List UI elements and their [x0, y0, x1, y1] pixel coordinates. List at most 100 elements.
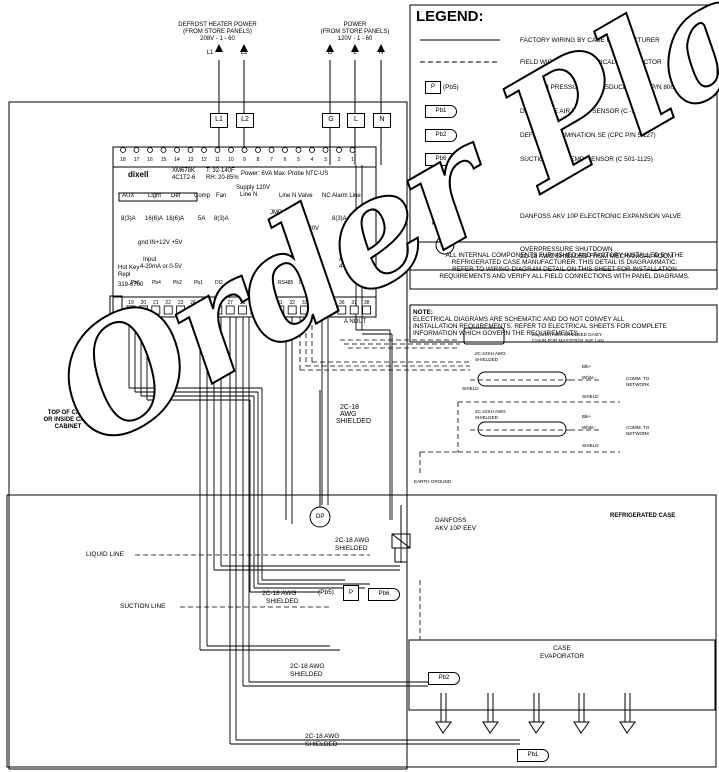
legend-item-eev: DANFOSS AKV 10P ELECTRONIC EXPANSION VAL…: [520, 213, 682, 220]
top-of-case-label-2: OR INSIDE CASE: [43, 417, 93, 423]
input-label-pb5: Pb5: [131, 280, 140, 286]
internal-note-line-1: ALL INTERNAL COMPONENTS FURNISHED AND FA…: [445, 252, 684, 259]
pb2-sensor: Pb2: [428, 672, 460, 685]
controller-aux-rating: 8(3)A: [121, 216, 136, 222]
bottom-terminal-screw: [250, 305, 260, 315]
legend-item-suction-line-temp: SUCTION LINE TEMP. SENSOR (C 501-1125): [520, 156, 653, 163]
top-terminal-screw: [174, 147, 180, 153]
input-label-pb1: Pb1: [194, 280, 203, 286]
bottom-terminal-20: 20: [140, 300, 147, 306]
awg-mid1-label-1: 2C-18 AWG: [335, 537, 370, 544]
top-terminal-screw: [214, 147, 221, 153]
defrost-term-label-l2: L2: [240, 50, 248, 56]
top-terminal-screw: [201, 147, 207, 153]
comm-label-1a: COMM. TO: [626, 376, 650, 381]
controller-input-line-2: Input: [143, 257, 157, 263]
bottom-terminal-screw: [287, 305, 297, 315]
awg-mid2-label-2: SHIELDED: [266, 598, 299, 605]
bottom-terminal-screw: [188, 305, 198, 315]
internal-note-line-4: REQUIREMENTS AND VERIFY ALL FIELD CONNEC…: [439, 273, 690, 280]
top-terminal-screw: [268, 147, 275, 153]
top-terminal-screw: [336, 147, 342, 153]
top-terminal-screw: [309, 147, 315, 153]
top-terminal-screw: [349, 147, 356, 153]
daisy-chain-label-2: CHAIN FOR MASTER/SLAVE LAN: [532, 338, 604, 343]
bottom-terminal-27: 27: [227, 300, 233, 306]
bottom-terminal-screw: [238, 305, 248, 315]
suction-pressure-transducer: P: [343, 585, 359, 601]
bottom-terminal-38: 38: [363, 300, 370, 306]
bottom-terminal-35: 35: [326, 300, 333, 306]
cable1-label-2: SHIELDED: [475, 357, 498, 362]
note-title: NOTE:: [413, 309, 433, 316]
comm-label-1b: NETWORK: [626, 382, 650, 387]
input-label-pb4: Pb4: [152, 280, 161, 286]
bottom-terminal-screw: [312, 305, 322, 315]
bottom-terminal-32: 32: [289, 300, 295, 306]
awg-top-label-3: SHIELDED: [336, 418, 372, 425]
top-terminal-15: 15: [160, 157, 167, 163]
input-label-key8: KEY8: [257, 280, 270, 286]
legend-item-suction-pressure: SUCTION PRESSURE TRANSDUCER (CPC P/N 800…: [520, 84, 680, 91]
terminal-n: N: [373, 113, 391, 128]
top-terminal-13: 13: [187, 157, 194, 163]
top-terminal-14: 14: [174, 157, 180, 163]
defrost-supply-title: DEFROST HEATER POWER: [178, 22, 257, 28]
top-terminal-7: 7: [270, 157, 273, 163]
controller-def-rating: 16(6)A: [166, 216, 185, 222]
blk-label-1: Blk+: [582, 364, 592, 369]
terminal-l2: L2: [236, 113, 254, 128]
pb1-sensor: Pb1: [517, 749, 549, 762]
controller-model-code: 4C1T2-6: [172, 175, 196, 181]
controller-out24: Out 24V: [282, 218, 305, 224]
top-terminal-10: 10: [228, 157, 234, 163]
legend-symbol-pb5: (Pb5): [443, 84, 459, 91]
bottom-terminal-22: 22: [165, 300, 171, 306]
bottom-terminal-screw: [300, 305, 310, 315]
defrost-supply-source: (FROM STORE PANELS): [183, 29, 252, 35]
power-supply-source: (FROM STORE PANELS): [320, 29, 390, 35]
legend-title: LEGEND:: [416, 8, 484, 25]
input-label-lan: LAN: [299, 280, 309, 286]
note-line-3: INFORMATION WHICH GOVERN THE REQUIREMENT…: [413, 330, 580, 337]
bottom-terminal-screw: [138, 305, 148, 315]
input-label-di2: DI2: [215, 280, 223, 286]
awg-low-label-2: SHIELDED: [290, 671, 323, 678]
defrost-term-label-l1: L1: [206, 50, 214, 56]
bottom-terminal-28: 28: [239, 300, 246, 306]
controller-fan-rating: 8(3)A: [214, 216, 229, 222]
suction-line-label: SUCTION LINE: [120, 603, 166, 610]
controller-temp-range: T: 32-140F: [206, 168, 235, 174]
awg-mid1-label-2: SHIELDED: [335, 545, 368, 552]
evaporator-box: [408, 639, 716, 711]
controller-light-rating: 16(6)A: [145, 216, 164, 222]
awg-top-label-2: AWG: [340, 411, 357, 418]
internal-note-line-3: REFER TO WIRING DIAGRAM DETAIL ON THIS S…: [452, 266, 677, 273]
note-line-2: INSTALLATION REQUIREMENTS. REFER TO ELEC…: [413, 323, 667, 330]
top-terminal-screw: [241, 147, 248, 153]
top-terminal-screw: [187, 147, 194, 153]
power-supply-title: POWER: [343, 22, 367, 28]
shield-label-1: SHIELD: [462, 386, 479, 391]
top-terminal-screw: [133, 147, 140, 153]
controller-input-line-3: 4-20mA or 0-5V: [140, 264, 183, 270]
top-terminal-6: 6: [283, 157, 287, 163]
earth-ground-label: EARTH GROUND: [414, 479, 452, 484]
controller-rh: RH: 20-85%: [206, 175, 239, 181]
controller-supply-label: Supply 120V: [236, 185, 271, 191]
top-terminal-9: 9: [243, 157, 246, 163]
bottom-terminal-screw: [275, 305, 285, 315]
legend-item-defrost-termination: DEFROST TERMINATION SE (CPC P/N 5 127): [520, 132, 656, 139]
controller-brand: dixell: [128, 170, 149, 179]
top-of-case-label-1: TOP OF CASE: [47, 410, 89, 416]
internal-note-line-2: REFRIGERATED CASE MANUFACTURER. THIS DET…: [451, 259, 678, 266]
defrost-supply-rating: 208V - 1 - 60: [200, 36, 235, 42]
note-box: [409, 304, 718, 343]
controller-fan-label: Fan: [216, 193, 227, 199]
power-term-label-n: N: [378, 50, 384, 56]
bottom-terminal-screw: [349, 305, 359, 315]
input-label-di1: DI1: [236, 280, 244, 286]
pb6-sensor: Pb6: [368, 588, 400, 601]
